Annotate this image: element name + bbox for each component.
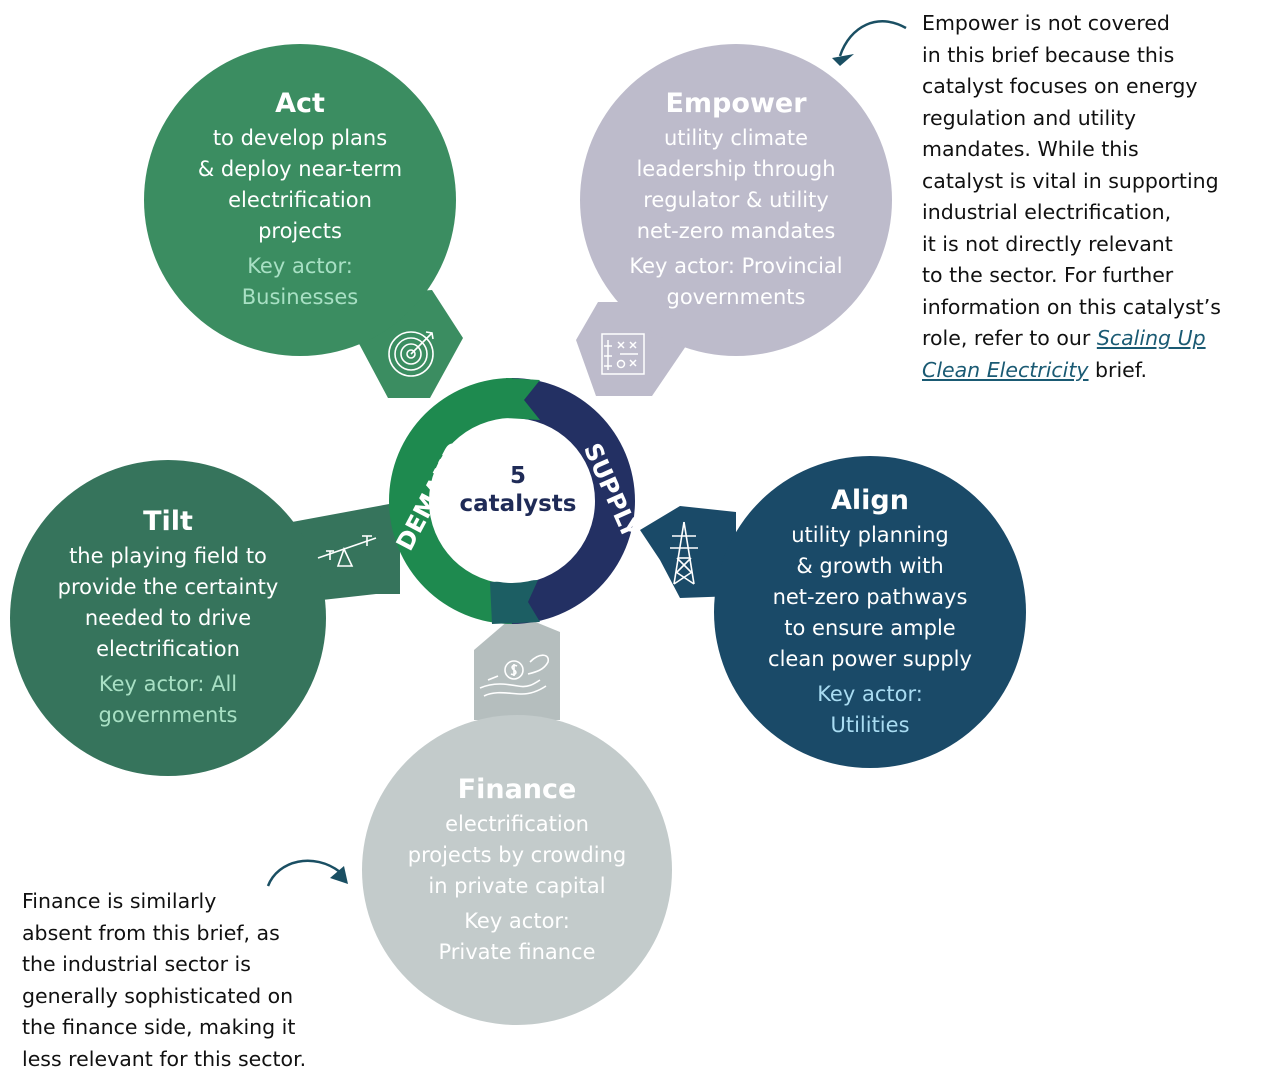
note-line: mandates. While this [922,134,1258,166]
finance-title: Finance [458,773,577,807]
note-line: catalyst focuses on energy [922,71,1258,103]
act-desc: to develop plans & deploy near-term elec… [198,123,402,247]
note-line: the finance side, making it [22,1012,342,1044]
tilt-actor-line: Key actor: All [99,669,238,700]
tilt-desc-line: electrification [58,634,279,665]
note-line: in this brief because this [922,40,1258,72]
empower-desc: utility climate leadership through regul… [636,123,835,247]
clean-electricity-link[interactable]: Clean Electricity [922,358,1089,382]
center-label: 5 catalysts [450,462,586,518]
finance-desc-line: electrification [408,809,626,840]
scaling-up-link[interactable]: Scaling Up [1097,326,1206,350]
note-line: industrial electrification, [922,197,1258,229]
align-desc-line: net-zero pathways [768,582,972,613]
note-line: less relevant for this sector. [22,1044,342,1075]
finance-note-arrow [268,861,348,886]
tilt-desc-line: the playing field to [58,541,279,572]
align-title: Align [831,484,909,518]
finance-actor-line: Private finance [438,937,595,968]
center-number: 5 [450,462,586,490]
finance-desc-line: projects by crowding [408,840,626,871]
act-actor-line: Businesses [242,282,358,313]
empower-actor-line: governments [629,282,842,313]
empower-title: Empower [665,87,806,121]
note-line: absent from this brief, as [22,918,342,950]
note-text: role, refer to our [922,326,1090,350]
finance-bubble: Finance electrification projects by crow… [362,715,672,1025]
empower-actor-line: Key actor: Provincial [629,251,842,282]
align-desc-line: utility planning [768,520,972,551]
note-line: the industrial sector is [22,949,342,981]
tilt-bubble: Tilt the playing field to provide the ce… [10,460,326,776]
finance-actor-line: Key actor: [438,906,595,937]
tilt-desc-line: needed to drive [58,603,279,634]
note-line: catalyst is vital in supporting [922,166,1258,198]
note-line: it is not directly relevant [922,229,1258,261]
empower-desc-line: regulator & utility [636,185,835,216]
empower-desc-line: utility climate [636,123,835,154]
note-line: generally sophisticated on [22,981,342,1013]
note-line: role, refer to our Scaling Up [922,323,1258,355]
act-desc-line: projects [198,216,402,247]
finance-key-actor: Key actor: Private finance [438,906,595,968]
note-line: Empower is not covered [922,8,1258,40]
act-desc-line: to develop plans [198,123,402,154]
note-line: Finance is similarly [22,886,342,918]
align-bubble: Align utility planning & growth with net… [714,456,1026,768]
note-line: to the sector. For further [922,260,1258,292]
align-actor-line: Key actor: [817,679,923,710]
tilt-key-actor: Key actor: All governments [99,669,238,731]
finance-note: Finance is similarly absent from this br… [22,886,342,1075]
note-line: information on this catalyst’s [922,292,1258,324]
tilt-desc: the playing field to provide the certain… [58,541,279,665]
tilt-title: Tilt [143,505,193,539]
finance-desc-line: in private capital [408,871,626,902]
act-desc-line: electrification [198,185,402,216]
empower-key-actor: Key actor: Provincial governments [629,251,842,313]
empower-bubble: Empower utility climate leadership throu… [580,44,892,356]
finance-desc: electrification projects by crowding in … [408,809,626,902]
note-tail: brief. [1089,358,1148,382]
align-key-actor: Key actor: Utilities [817,679,923,741]
empower-desc-line: net-zero mandates [636,216,835,247]
center-text: catalysts [450,490,586,518]
align-desc-line: & growth with [768,551,972,582]
act-key-actor: Key actor: Businesses [242,251,358,313]
finance-connector [474,614,560,720]
act-title: Act [275,87,325,121]
act-desc-line: & deploy near-term [198,154,402,185]
align-desc-line: clean power supply [768,644,972,675]
note-line: regulation and utility [922,103,1258,135]
align-desc: utility planning & growth with net-zero … [768,520,972,675]
act-actor-line: Key actor: [242,251,358,282]
empower-note-arrow [832,21,906,66]
align-actor-line: Utilities [817,710,923,741]
empower-desc-line: leadership through [636,154,835,185]
tilt-actor-line: governments [99,700,238,731]
act-bubble: Act to develop plans & deploy near-term … [144,44,456,356]
align-desc-line: to ensure ample [768,613,972,644]
empower-note: Empower is not covered in this brief bec… [922,8,1258,386]
tilt-desc-line: provide the certainty [58,572,279,603]
note-line: Clean Electricity brief. [922,355,1258,387]
